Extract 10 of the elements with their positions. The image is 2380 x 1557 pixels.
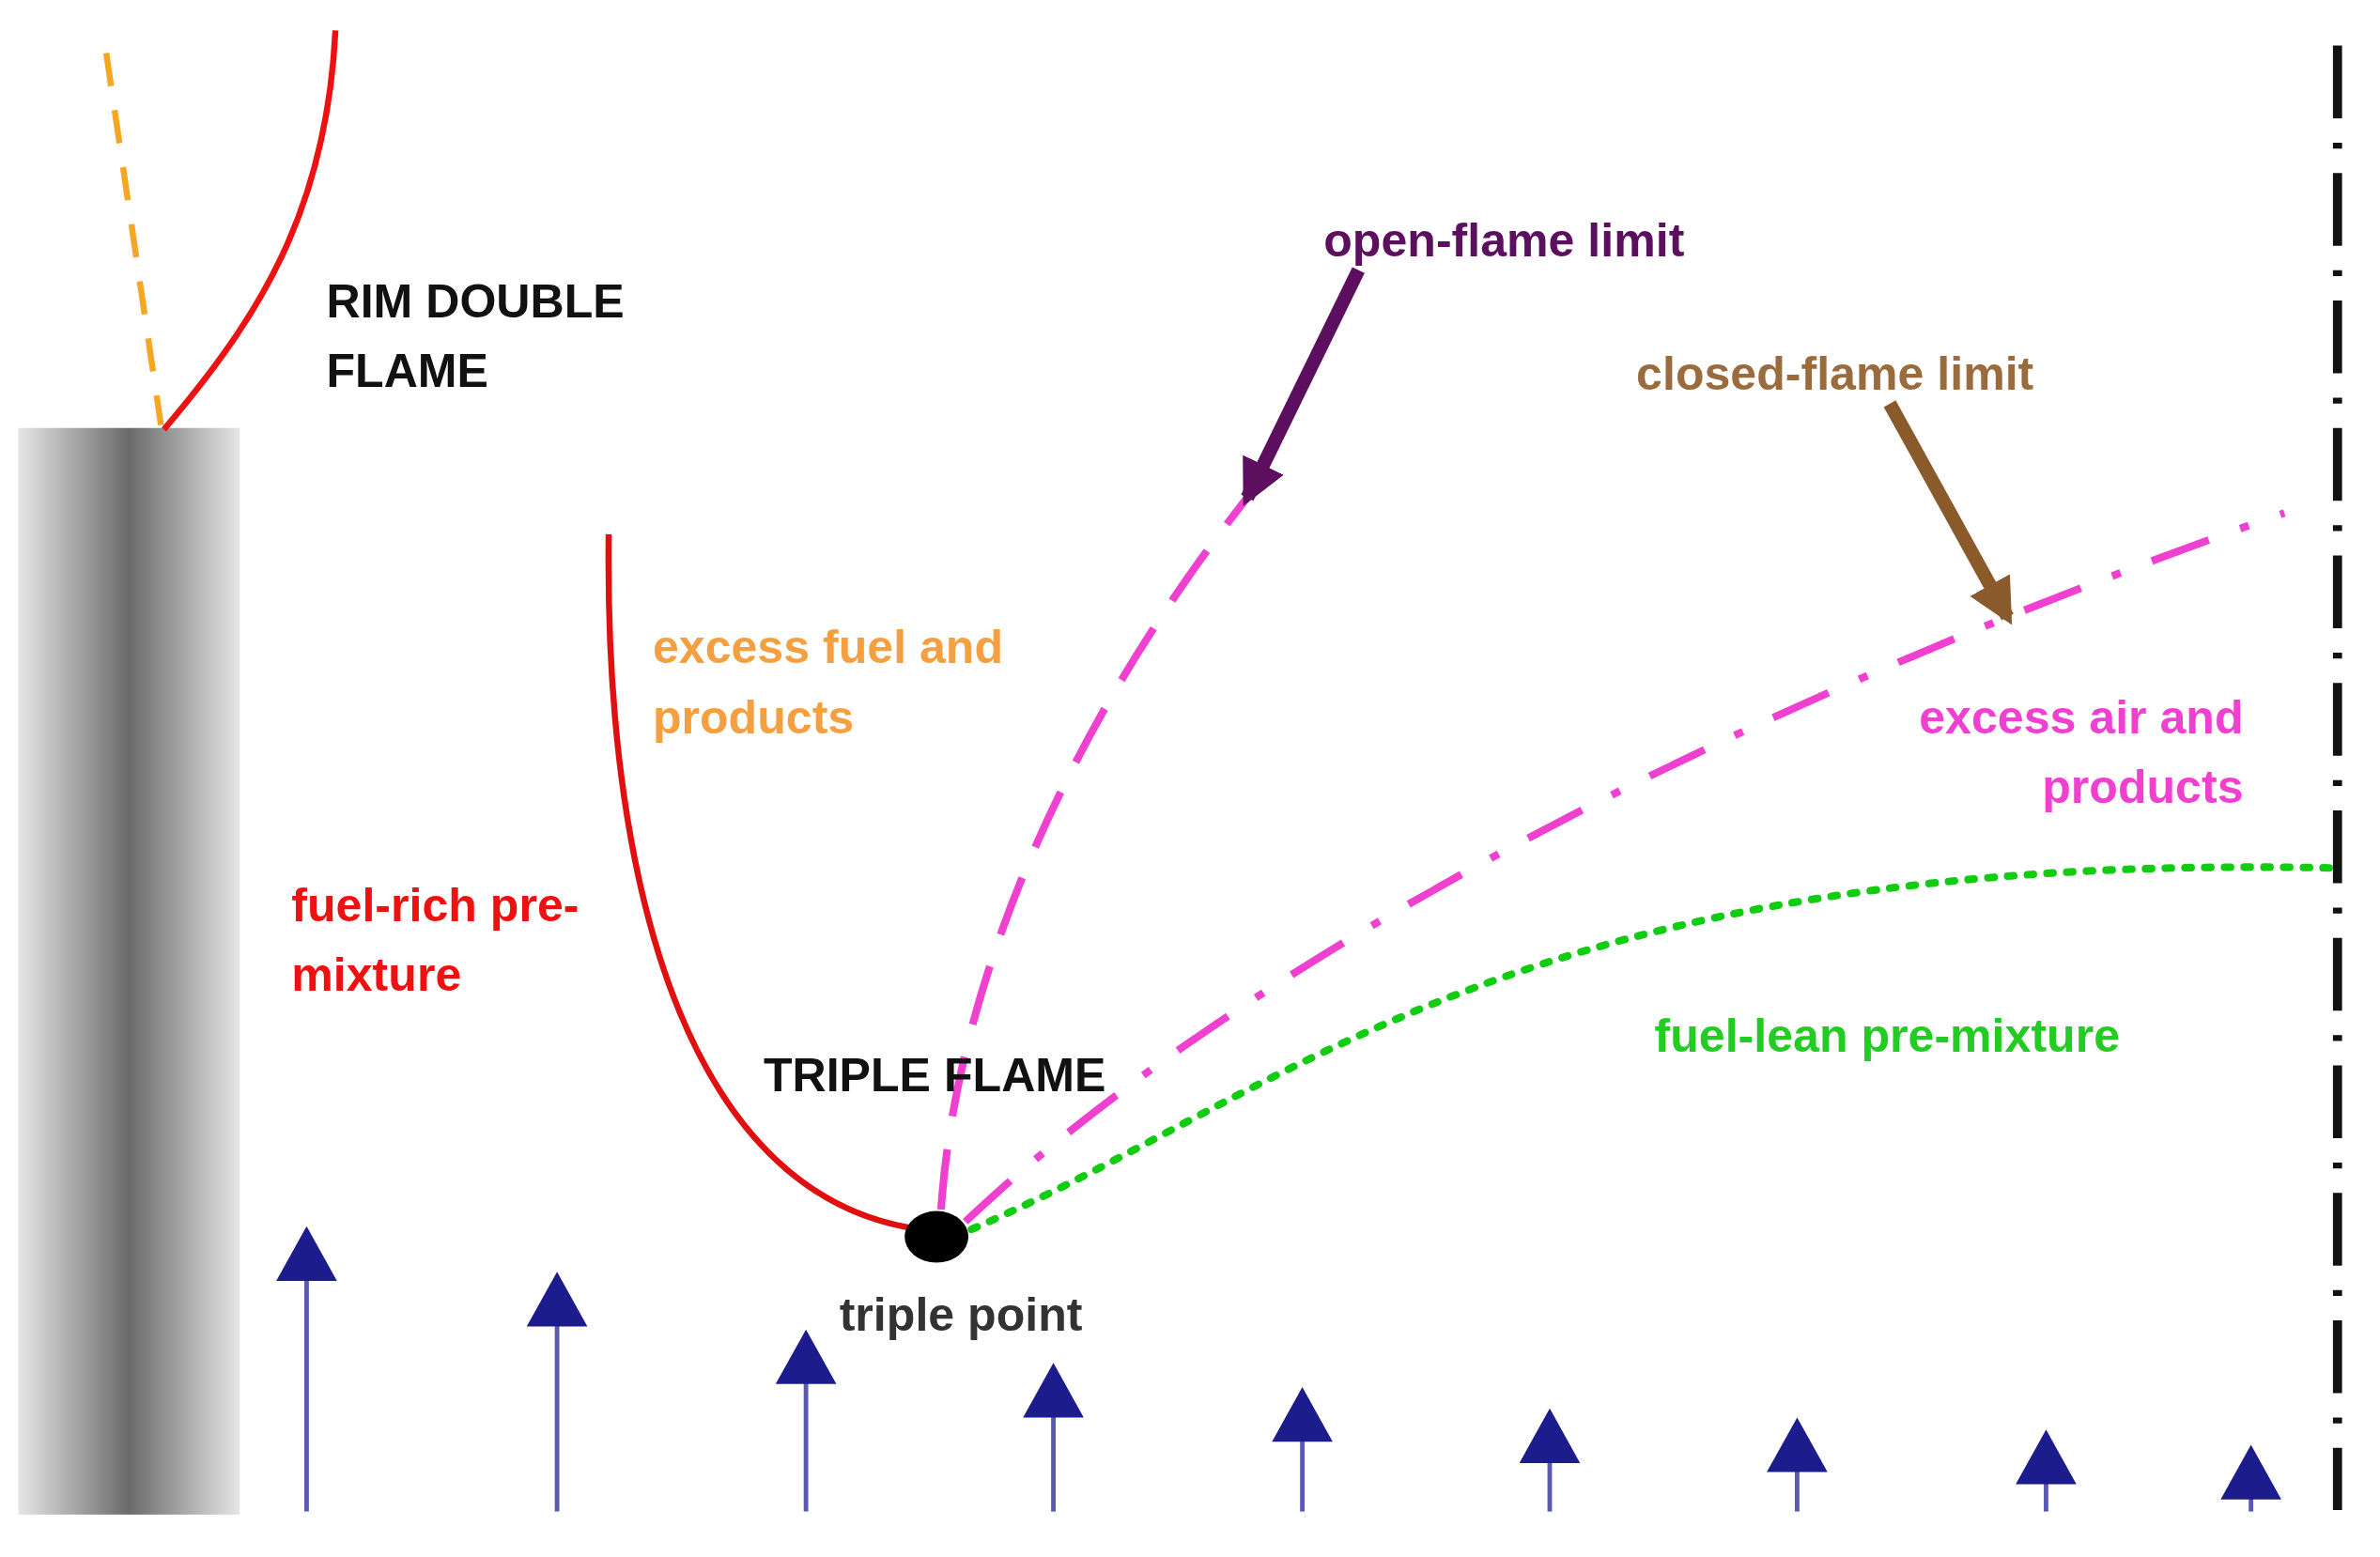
point-label: triple point <box>839 1287 1084 1344</box>
flame-label: RIM DOUBLE FLAME <box>326 273 626 400</box>
leader-arrow <box>1883 400 2014 625</box>
region-label: fuel-lean pre-mixture <box>1654 1008 2122 1065</box>
limit-label: open-flame limit <box>1323 206 1685 277</box>
limit-label: closed-flame limit <box>1636 340 2034 410</box>
leader-arrow <box>1241 267 1365 506</box>
region-label: excess air and products <box>1918 689 2244 816</box>
region-label: fuel-rich pre-mixture <box>291 877 580 1004</box>
region-label: excess fuel and products <box>652 619 1005 746</box>
